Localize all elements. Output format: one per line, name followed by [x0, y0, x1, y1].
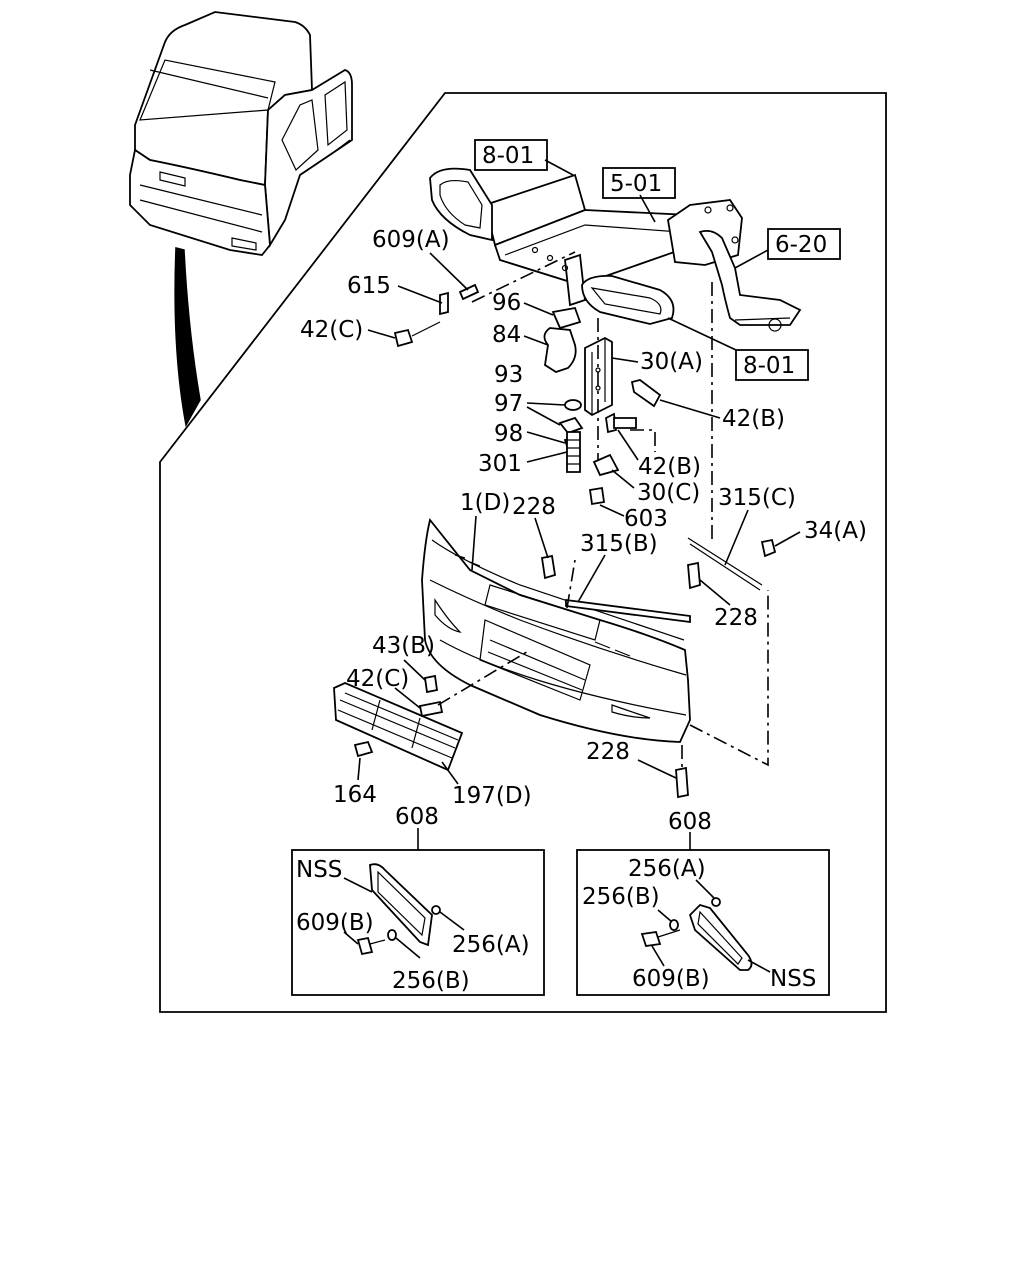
- label-197d: 197(D): [452, 783, 532, 809]
- right-inset-256a: 256(A): [628, 856, 706, 882]
- label-30c: 30(C): [637, 480, 700, 506]
- label-84: 84: [492, 322, 521, 348]
- label-93: 93: [494, 362, 523, 388]
- left-inset-256b: 256(B): [392, 968, 470, 994]
- label-6-20: 6-20: [775, 232, 827, 258]
- label-609a: 609(A): [372, 227, 450, 253]
- label-30a: 30(A): [640, 349, 703, 375]
- alignment-lines: [437, 251, 769, 770]
- label-301: 301: [478, 451, 522, 477]
- ref-box-5-01: [602, 167, 676, 199]
- label-228-top: 228: [512, 494, 556, 520]
- label-42c-low: 42(C): [346, 666, 409, 692]
- stay-315b: [565, 598, 691, 624]
- label-42b-right: 42(B): [722, 406, 785, 432]
- label-34a: 34(A): [804, 518, 867, 544]
- front-bumper: [421, 518, 691, 743]
- label-615: 615: [347, 273, 391, 299]
- label-97: 97: [494, 391, 523, 417]
- ref-box-8-01-right: [735, 349, 809, 381]
- detail-pointer-arrow: [174, 247, 201, 428]
- tie-rod-bracket: [698, 229, 802, 332]
- label-43b: 43(B): [372, 633, 435, 659]
- label-228-right: 228: [714, 605, 758, 631]
- left-inset: NSS 609(B) 256(A) 256(B): [291, 849, 545, 996]
- right-inset-609b: 609(B): [632, 966, 710, 992]
- label-98: 98: [494, 421, 523, 447]
- tow-hook-assembly: [543, 306, 584, 473]
- detail-frame: [159, 92, 887, 1013]
- label-8-01-right: 8-01: [743, 353, 795, 379]
- label-42b-mid: 42(B): [638, 454, 701, 480]
- ref-box-6-20: [767, 228, 841, 260]
- label-315c: 315(C): [718, 485, 796, 511]
- label-8-01-top: 8-01: [482, 143, 534, 169]
- label-1d: 1(D): [460, 490, 510, 516]
- bumper-fasteners: [353, 538, 777, 799]
- label-42c-top: 42(C): [300, 317, 363, 343]
- left-inset-609b: 609(B): [296, 910, 374, 936]
- left-inset-256a: 256(A): [452, 932, 530, 958]
- stay-315c: [687, 537, 763, 591]
- label-603: 603: [624, 506, 668, 532]
- label-608-right: 608: [668, 809, 712, 835]
- truck-cab-thumbnail: [129, 11, 353, 256]
- label-164: 164: [333, 782, 377, 808]
- bolt-603: [588, 486, 606, 506]
- right-inset-256b: 256(B): [582, 884, 660, 910]
- leader-lines: [357, 159, 801, 850]
- right-inset-nss: NSS: [770, 966, 816, 992]
- label-228-bottom: 228: [586, 739, 630, 765]
- right-frame-bracket: [581, 275, 675, 325]
- label-315b: 315(B): [580, 531, 658, 557]
- lower-grille-197d: [333, 682, 464, 772]
- left-frame-bracket: [429, 167, 493, 242]
- ref-box-8-01-top: [474, 139, 548, 171]
- label-608-left: 608: [395, 804, 439, 830]
- mounting-bolts-42b: [605, 379, 662, 434]
- label-96: 96: [492, 290, 521, 316]
- left-inset-nss: NSS: [296, 857, 342, 883]
- right-inset: 256(A) 256(B) 609(B) NSS: [576, 849, 830, 996]
- label-5-01: 5-01: [610, 171, 662, 197]
- upper-left-fasteners: [393, 283, 480, 348]
